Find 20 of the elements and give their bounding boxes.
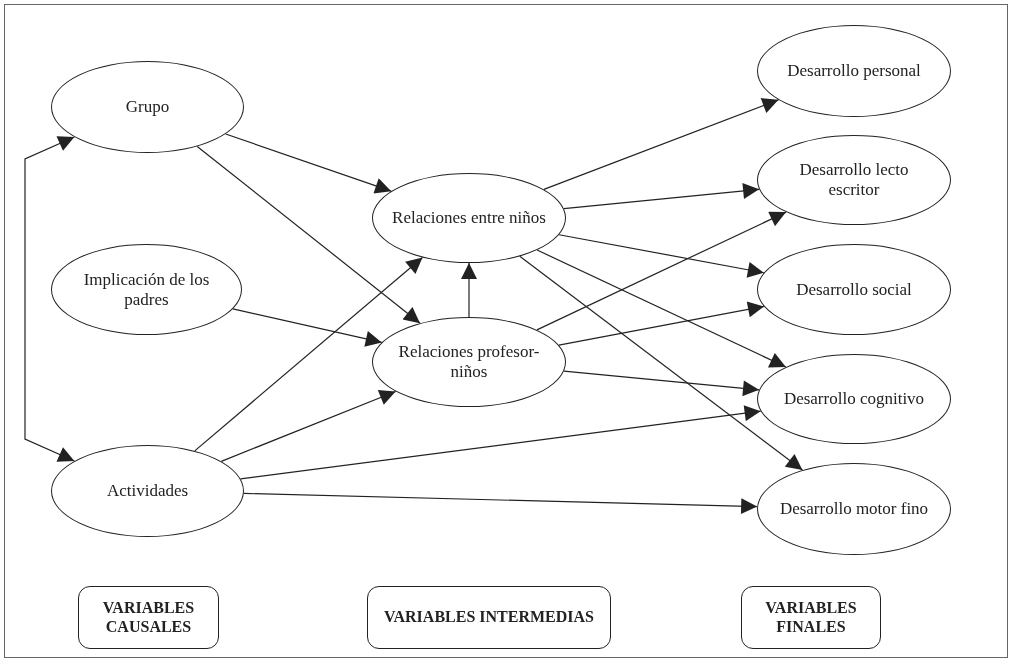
- arrow: [543, 98, 780, 190]
- arrow: [558, 301, 765, 346]
- arrow: [240, 405, 762, 480]
- arrow: [519, 255, 804, 471]
- column-header-box: VARIABLES CAUSALES: [78, 586, 219, 649]
- arrow: [563, 182, 760, 210]
- arrow: [243, 492, 758, 515]
- arrow: [220, 389, 397, 462]
- column-header-box: VARIABLES FINALES: [741, 586, 881, 649]
- arrow: [194, 256, 424, 452]
- arrow: [461, 262, 477, 318]
- arrow: [563, 370, 760, 397]
- arrow: [225, 133, 392, 194]
- arrow: [536, 211, 787, 331]
- arrow: [196, 145, 421, 324]
- arrow: [24, 136, 75, 462]
- arrow: [232, 308, 383, 347]
- arrow: [558, 234, 765, 278]
- arrow: [536, 249, 787, 368]
- column-header-box: VARIABLES INTERMEDIAS: [367, 586, 611, 649]
